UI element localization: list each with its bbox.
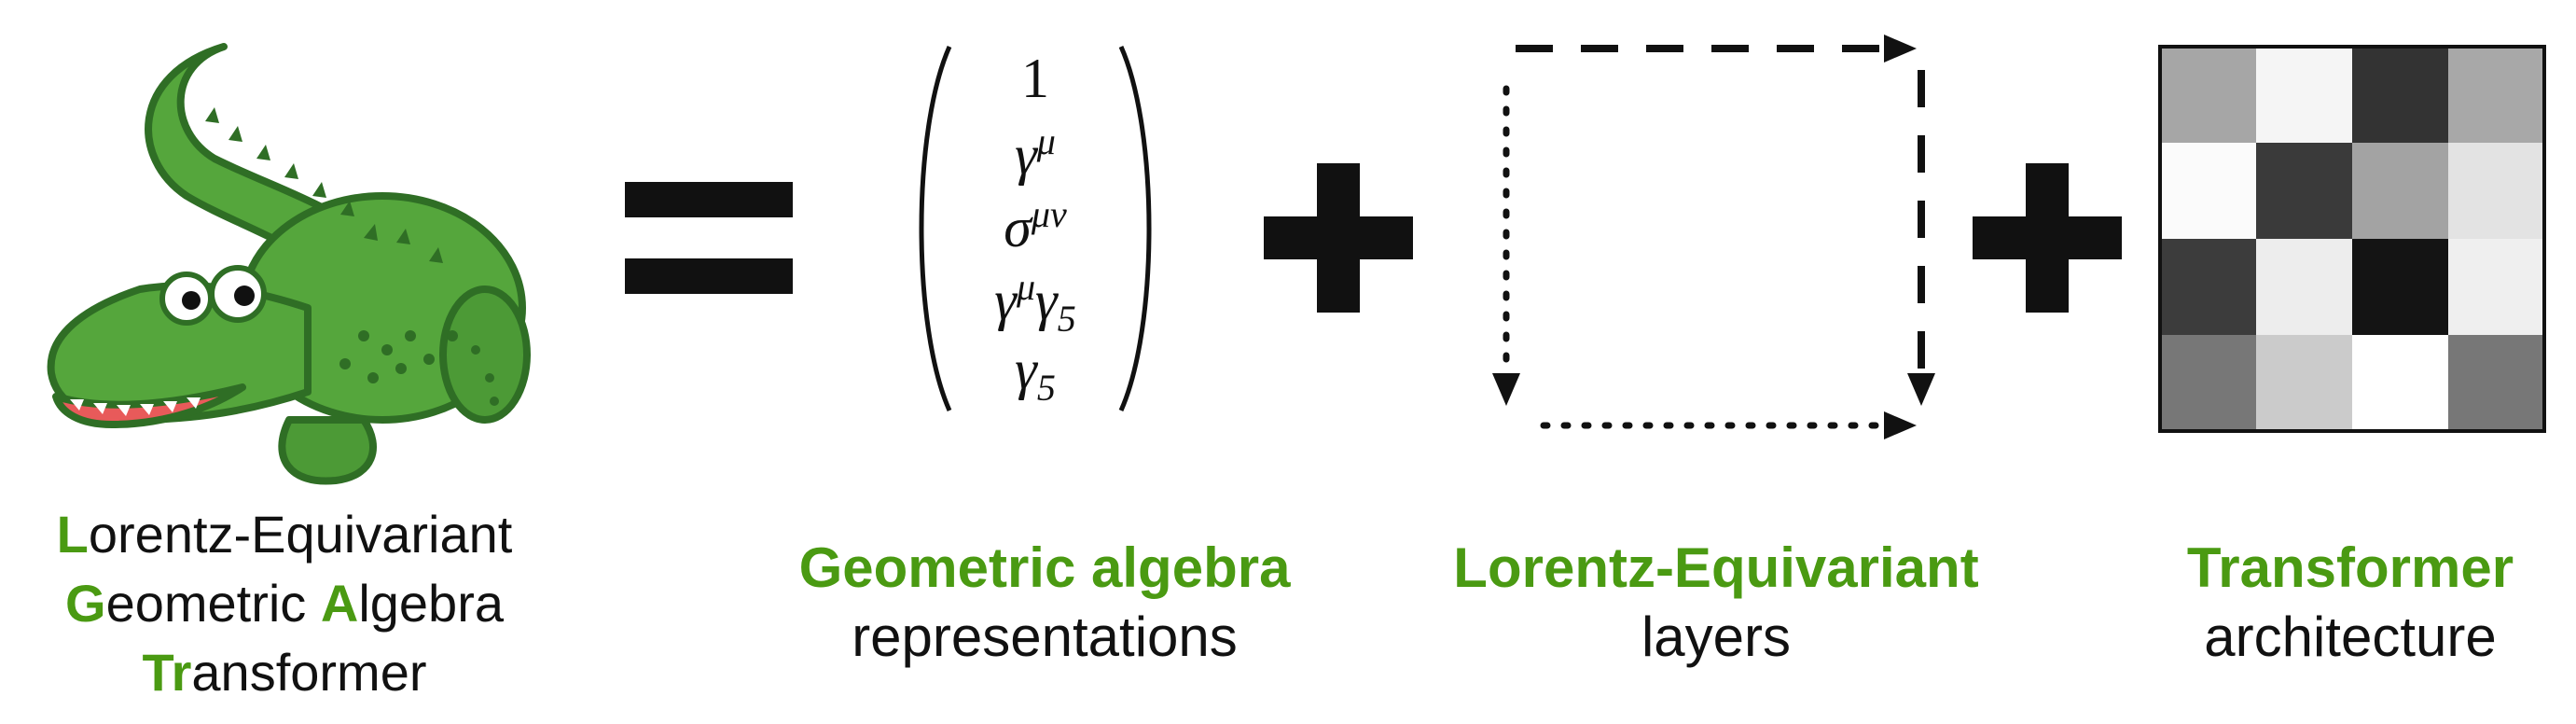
crocodile-mascot-icon [47, 43, 531, 485]
title-initial-tr: Tr [142, 643, 192, 702]
arrowhead-down-left [1492, 373, 1520, 406]
matrix-entry-gamma-mu-gamma5: γμγ5 [994, 266, 1076, 340]
grid-cell-2-1 [2256, 239, 2352, 335]
caption-lorentz-layers: Lorentz-Equivariant layers [1390, 534, 2043, 672]
caption-lorentz-layers-title: Lorentz-Equivariant [1453, 536, 1979, 599]
grid-cell-3-0 [2160, 335, 2256, 431]
matrix-parentheses-icon [919, 45, 1152, 412]
title-initial-a: A [320, 574, 359, 633]
grid-border [2158, 45, 2546, 433]
caption-transformer-title: Transformer [2186, 536, 2514, 599]
grid-cell-0-2 [2352, 47, 2448, 143]
title-initial-g: G [65, 574, 106, 633]
attention-grid [2158, 45, 2546, 433]
model-title: Lorentz-Equivariant Geometric Algebra Tr… [19, 500, 550, 707]
caption-transformer-sub: architecture [2204, 606, 2497, 668]
title-line-3: Transformer [19, 638, 550, 707]
title-initial-l: L [56, 505, 89, 564]
arrowhead-right-bottom [1884, 411, 1917, 439]
equivariance-arrows-diagram [1492, 35, 1935, 439]
caption-geometric-algebra-title: Geometric algebra [798, 536, 1291, 599]
matrix-entry-gamma5: γ5 [1015, 339, 1056, 409]
title-line-1-rest: orentz-Equivariant [88, 505, 513, 564]
caption-geometric-algebra: Geometric algebra representations [727, 534, 1362, 672]
grid-cell-1-2 [2352, 143, 2448, 239]
matrix-entry-sigma-munu: σμν [1004, 193, 1067, 258]
caption-lorentz-layers-sub: layers [1641, 606, 1792, 668]
matrix-entry-gamma-mu: γμ [1015, 120, 1056, 186]
plus-sign-icon: + [1264, 163, 1413, 313]
title-line-2-mid: eometric [105, 574, 321, 633]
grid-cell-1-0 [2160, 143, 2256, 239]
grid-cell-1-3 [2448, 143, 2544, 239]
equals-sign-icon: = [625, 182, 793, 294]
title-line-3-rest: ansformer [191, 643, 427, 702]
caption-geometric-algebra-sub: representations [852, 606, 1238, 668]
grid-cell-2-0 [2160, 239, 2256, 335]
arrowhead-right-top [1884, 35, 1917, 63]
grid-cell-2-3 [2448, 239, 2544, 335]
grid-cell-2-2 [2352, 239, 2448, 335]
grid-cell-0-3 [2448, 47, 2544, 143]
caption-transformer: Transformer architecture [2126, 534, 2574, 672]
grid-cell-0-1 [2256, 47, 2352, 143]
title-line-1: Lorentz-Equivariant [19, 500, 550, 569]
title-line-2-rest: lgebra [358, 574, 504, 633]
matrix-entry-1: 1 [1021, 48, 1049, 109]
title-line-2: Geometric Algebra [19, 569, 550, 638]
plus-sign-icon-2: + [1973, 163, 2122, 313]
grid-cell-0-0 [2160, 47, 2256, 143]
grid-cell-3-2 [2352, 335, 2448, 431]
arrowhead-down-right [1907, 373, 1935, 406]
grid-cell-3-3 [2448, 335, 2544, 431]
grid-cell-1-1 [2256, 143, 2352, 239]
grid-cell-3-1 [2256, 335, 2352, 431]
